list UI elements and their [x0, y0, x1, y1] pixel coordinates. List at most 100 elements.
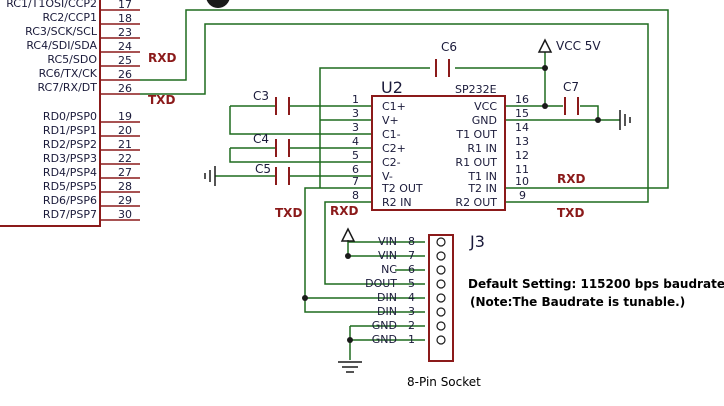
j3-pin-name: DIN [377, 291, 397, 304]
mcu-pin-num: 22 [118, 152, 132, 165]
j3-pin-num: 3 [408, 305, 415, 318]
mcu-pin-name: RD4/PSP4 [43, 166, 97, 179]
c6-label: C6 [441, 40, 457, 54]
u2-pin-num: 15 [515, 107, 529, 120]
u2-ref: U2 [381, 78, 403, 97]
u2-pin-name: T2 OUT [381, 182, 423, 195]
j3-pin-name: DIN [377, 305, 397, 318]
j3-caption: 8-Pin Socket [407, 375, 481, 389]
u2-pin-num: 1 [352, 93, 359, 106]
mcu-pin-name: RC6/TX/CK [39, 67, 98, 80]
j3-pin-num: 4 [408, 291, 415, 304]
u2-pin-name: C2- [382, 156, 401, 169]
j3-pin-num: 7 [408, 249, 415, 262]
j3-pin-num: 8 [408, 235, 415, 248]
u2-pin-num: 9 [519, 189, 526, 202]
j3-pin-name: VIN [378, 235, 397, 248]
mcu-pin-name: RD0/PSP0 [43, 110, 97, 123]
capacitor-c7 [564, 97, 579, 115]
j3-pin-num: 5 [408, 277, 415, 290]
mcu-pin-name: RC2/CCP1 [43, 11, 97, 24]
mcu-pin-num: 27 [118, 166, 132, 179]
j3-pin-num: 2 [408, 319, 415, 332]
u2-pin-name: R1 IN [467, 142, 497, 155]
net-txd-left: TXD [275, 206, 302, 220]
u2-pin-num: 13 [515, 135, 529, 148]
net-rxd-u2: RXD [557, 172, 585, 186]
j3-ref: J3 [469, 232, 485, 251]
u2-pin-num: 3 [352, 107, 359, 120]
c3-label: C3 [253, 89, 269, 103]
mcu-pin-stubs [100, 9, 140, 221]
c5-label: C5 [255, 162, 271, 176]
junctions [302, 65, 601, 343]
net-rxd-mcu: RXD [148, 51, 176, 65]
u2-pin-name: V- [382, 170, 393, 183]
mcu-pin-num: 30 [118, 208, 132, 221]
u2-pin-name: T1 IN [467, 170, 497, 183]
j3-pin-name: GND [372, 333, 397, 346]
j3-pin-name: GND [372, 319, 397, 332]
mcu-pin-num: 18 [118, 12, 132, 25]
note-default-setting: Default Setting: 115200 bps baudrate [468, 277, 724, 291]
mcu-pin-name: RD7/PSP7 [43, 208, 97, 221]
u2-pin-name: T1 OUT [455, 128, 497, 141]
j3-pin-name: DOUT [365, 277, 397, 290]
mcu-pin-num: 26 [118, 82, 132, 95]
mcu-pin-num: 26 [118, 68, 132, 81]
c4-label: C4 [253, 132, 269, 146]
mcu-pin-num: 29 [118, 194, 132, 207]
vin-arrow-icon [340, 227, 356, 242]
u2-pin-num: 8 [352, 189, 359, 202]
u2-pin-name: R2 OUT [455, 196, 497, 209]
j3-pin-num: 6 [408, 263, 415, 276]
mcu-pin-name: RC3/SCK/SCL [25, 25, 98, 38]
mcu-pin-name: RD2/PSP2 [43, 138, 97, 151]
u2-pin-num: 10 [515, 175, 529, 188]
power-indicator-icon [206, 0, 230, 8]
u2-chip: U2 SP232E 1 3 3 4 5 6 7 8 C1+ V+ C1- C2+… [352, 78, 529, 211]
ground-icon-left [204, 166, 216, 186]
u2-pin-name: GND [472, 114, 497, 127]
capacitor-c5 [275, 167, 290, 185]
net-txd-u2: TXD [557, 206, 584, 220]
mcu-body [0, 0, 101, 227]
mcu-pin-name: RD3/PSP3 [43, 152, 97, 165]
j3-pin-name: VIN [378, 249, 397, 262]
ground-icon-right [619, 110, 631, 130]
u2-pin-name: C1+ [382, 100, 406, 113]
mcu-pin-num: 20 [118, 124, 132, 137]
capacitor-c3 [275, 97, 290, 115]
u2-pin-num: 12 [515, 149, 529, 162]
u2-part: SP232E [455, 83, 497, 96]
mcu-pin-num: 23 [118, 26, 132, 39]
u2-pin-name: C2+ [382, 142, 406, 155]
mcu-pin-name: RC5/SDO [47, 53, 97, 66]
net-txd-mcu: TXD [148, 93, 175, 107]
mcu-pin-name: RD1/PSP1 [43, 124, 97, 137]
u2-pin-num: 3 [352, 121, 359, 134]
u2-pin-name: R1 OUT [455, 156, 497, 169]
ground-icon-bottom [338, 361, 362, 373]
u2-pin-num: 14 [515, 121, 529, 134]
mcu-pin-num: 28 [118, 180, 132, 193]
u2-pin-num: 6 [352, 163, 359, 176]
vcc-label: VCC 5V [556, 39, 601, 53]
vcc-arrow-icon [537, 38, 553, 53]
mcu-pin-name: RD5/PSP5 [43, 180, 97, 193]
mcu-pin-name: RC4/SDI/SDA [26, 39, 97, 52]
mcu-pin-name: RC7/RX/DT [37, 81, 97, 94]
mcu-pin-name: RD6/PSP6 [43, 194, 97, 207]
u2-pin-num: 7 [352, 175, 359, 188]
u2-pin-num: 11 [515, 163, 529, 176]
capacitor-c4 [275, 139, 290, 157]
u2-pin-num: 16 [515, 93, 529, 106]
c7-label: C7 [563, 80, 579, 94]
u2-pin-num: 4 [352, 135, 359, 148]
u2-pin-name: VCC [474, 100, 497, 113]
j3-connector: J3 VIN VIN NC DOUT DIN DIN GND GND 8 7 6… [365, 232, 485, 362]
mcu-pin-num: 24 [118, 40, 132, 53]
j3-pin-num: 1 [408, 333, 415, 346]
